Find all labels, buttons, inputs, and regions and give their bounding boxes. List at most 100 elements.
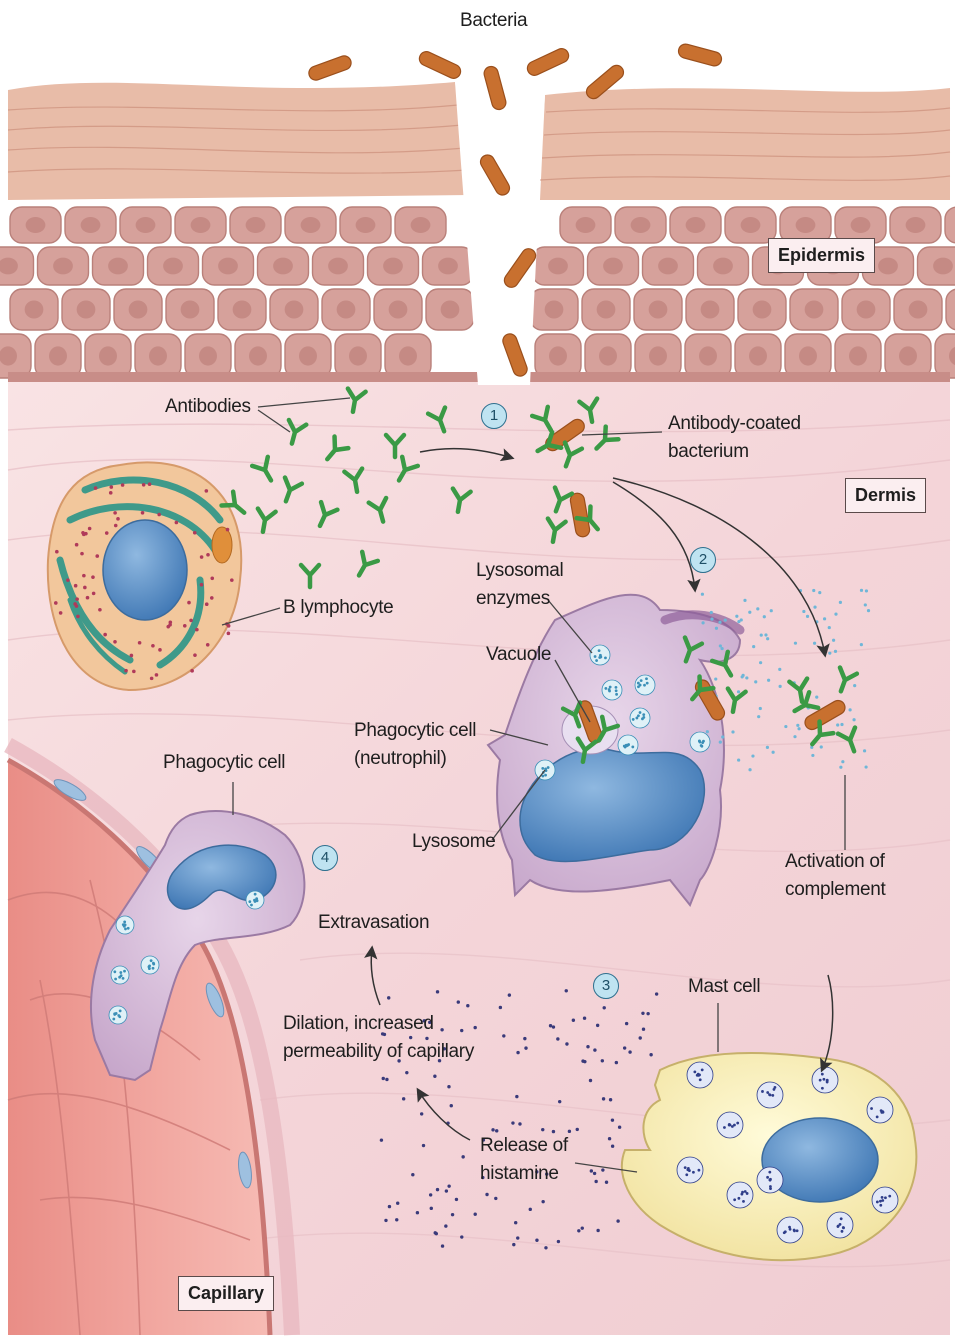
granule-dot (112, 1018, 115, 1021)
granule-dot (152, 967, 155, 970)
epidermal-cell-nucleus (233, 301, 252, 319)
complement-dot (818, 591, 821, 594)
ribosome-dot (189, 619, 193, 623)
histamine-dot (541, 1200, 544, 1203)
histamine-dot (382, 1077, 385, 1080)
complement-dot (718, 621, 721, 624)
granule-dot (870, 1107, 873, 1110)
ribosome-dot (190, 669, 194, 673)
granule-dot (598, 649, 601, 652)
epidermal-cell-nucleus (383, 258, 403, 275)
complement-dot (719, 741, 722, 744)
granule-dot (685, 1173, 688, 1176)
granule-dot (609, 686, 612, 689)
ribosome-dot (183, 624, 187, 628)
histamine-dot (524, 1046, 527, 1049)
histamine-dot (460, 1029, 463, 1032)
histamine-dot (618, 1126, 621, 1129)
histamine-dot (385, 1078, 388, 1081)
ribosome-dot (75, 543, 79, 547)
granule-dot (123, 925, 126, 928)
bacterium-body (417, 49, 463, 80)
histamine-dot (515, 1095, 518, 1098)
granule-dot (248, 900, 251, 903)
histamine-dot (436, 1188, 439, 1191)
ribosome-dot (195, 628, 199, 632)
complement-dot (793, 735, 796, 738)
histamine-dot (380, 1138, 383, 1141)
epidermal-cell-nucleus (399, 346, 417, 365)
release-histamine-label-line2: histamine (480, 1163, 559, 1186)
complement-dot (710, 611, 713, 614)
activation-complement-label-line1: Activation of (785, 851, 885, 874)
mast-cell-label: Mast cell (688, 976, 760, 999)
bacterium-body (307, 54, 353, 82)
histamine-dot (511, 1121, 514, 1124)
histamine-dot (642, 1028, 645, 1031)
histamine-dot (556, 1037, 559, 1040)
epidermal-cell-nucleus (49, 346, 67, 365)
complement-dot (714, 677, 717, 680)
phagocytic-cell-label: Phagocytic cell (163, 752, 285, 775)
epidermal-cell-nucleus (181, 301, 200, 319)
ribosome-dot (205, 602, 209, 606)
histamine-dot (384, 1219, 387, 1222)
complement-dot (731, 730, 734, 733)
granule-dot (250, 904, 253, 907)
granule-dot (888, 1195, 891, 1198)
granule-dot (821, 1087, 824, 1090)
epidermal-cell-nucleus (849, 346, 867, 365)
histamine-dot (641, 1012, 644, 1015)
step-2-badge: 2 (690, 547, 716, 573)
histamine-dot (444, 1224, 447, 1227)
granule-dot (769, 1179, 772, 1182)
histamine-dot (596, 1229, 599, 1232)
complement-dot (840, 723, 843, 726)
antibodies-label: Antibodies (165, 396, 251, 419)
granule-dot (595, 659, 598, 662)
granule-dot (148, 965, 151, 968)
histamine-dot (589, 1079, 592, 1082)
granule-dot (876, 1201, 879, 1204)
histamine-dot (445, 1189, 448, 1192)
complement-dot (748, 768, 751, 771)
histamine-dot (422, 1144, 425, 1147)
granule-dot (608, 688, 611, 691)
epidermal-cell-nucleus (548, 258, 568, 275)
histamine-dot (502, 1034, 505, 1037)
ribosome-dot (92, 592, 96, 596)
complement-dot (735, 615, 738, 618)
histamine-dot (616, 1219, 619, 1222)
complement-dot (811, 754, 814, 757)
granule-dot (692, 1171, 695, 1174)
histamine-dot (514, 1221, 517, 1224)
granule-dot (639, 711, 642, 714)
epidermal-cell-nucleus (878, 258, 898, 275)
histamine-dot (450, 1104, 453, 1107)
granule-dot (723, 1126, 726, 1129)
epidermal-cell-nucleus (851, 217, 871, 233)
ribosome-dot (206, 643, 210, 647)
histamine-dot (447, 1085, 450, 1088)
histamine-dot (491, 1128, 494, 1131)
histamine-dot (615, 1061, 618, 1064)
epidermal-cell-nucleus (26, 217, 46, 233)
complement-dot (784, 725, 787, 728)
histamine-dot (499, 1006, 502, 1009)
histamine-dot (516, 1051, 519, 1054)
ribosome-dot (138, 641, 142, 645)
histamine-dot (535, 1239, 538, 1242)
ribosome-dot (75, 597, 79, 601)
granule-dot (731, 1125, 734, 1128)
histamine-dot (512, 1243, 515, 1246)
complement-dot (770, 609, 773, 612)
complement-dot (754, 680, 757, 683)
complement-dot (756, 607, 759, 610)
epidermal-cell-nucleus (191, 217, 211, 233)
histamine-dot (457, 1000, 460, 1003)
ribosome-dot (105, 531, 109, 535)
granule-dot (113, 970, 116, 973)
complement-dot (853, 684, 856, 687)
histamine-dot (581, 1059, 584, 1062)
